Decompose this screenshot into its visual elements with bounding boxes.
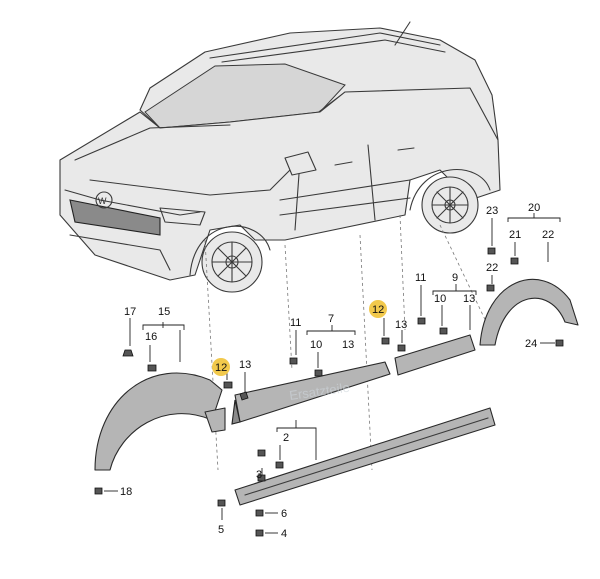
callout-3: 3 — [256, 469, 262, 481]
highlight-12-rear — [369, 300, 387, 318]
callout-11-rear: 11 — [415, 272, 426, 284]
callout-24: 24 — [525, 338, 537, 350]
callout-13-mid: 13 — [342, 339, 354, 351]
callout-10-front: 10 — [310, 339, 322, 351]
front-arch-end — [204, 407, 226, 433]
callout-6: 6 — [281, 508, 287, 520]
front-wheel-arch-trim — [94, 372, 223, 471]
callout-4: 4 — [281, 528, 287, 540]
callout-9: 9 — [452, 272, 458, 284]
callout-12-front: 12 — [215, 362, 227, 374]
callout-20: 20 — [528, 202, 540, 214]
callout-11-front: 11 — [290, 317, 301, 329]
callout-16: 16 — [145, 331, 157, 343]
callout-13-far: 13 — [463, 293, 475, 305]
callout-22-bracket: 22 — [542, 229, 554, 241]
fasteners — [94, 247, 564, 537]
callout-15: 15 — [158, 306, 170, 318]
callout-10-rear: 10 — [434, 293, 446, 305]
callout-13-rear: 13 — [395, 319, 407, 331]
leader-lines — [104, 213, 561, 534]
rear-door-molding — [394, 334, 476, 376]
svg-text:W: W — [98, 196, 107, 206]
rear-wheel-arch-trim — [479, 278, 579, 346]
callout-2: 2 — [283, 432, 289, 444]
callout-22: 22 — [486, 262, 498, 274]
highlight-12-front — [212, 358, 230, 376]
callout-12-rear: 12 — [372, 304, 384, 316]
callout-5: 5 — [218, 524, 224, 536]
callout-23: 23 — [486, 205, 498, 217]
callout-18: 18 — [120, 486, 132, 498]
car-illustration: W — [59, 21, 501, 293]
callout-labels: 17 15 16 12 13 11 7 10 13 12 13 11 9 10 … — [120, 202, 554, 540]
callout-13-front: 13 — [239, 359, 251, 371]
callout-7: 7 — [328, 313, 334, 325]
callout-21: 21 — [509, 229, 521, 241]
callout-17: 17 — [124, 306, 136, 318]
projection-lines — [204, 214, 491, 471]
